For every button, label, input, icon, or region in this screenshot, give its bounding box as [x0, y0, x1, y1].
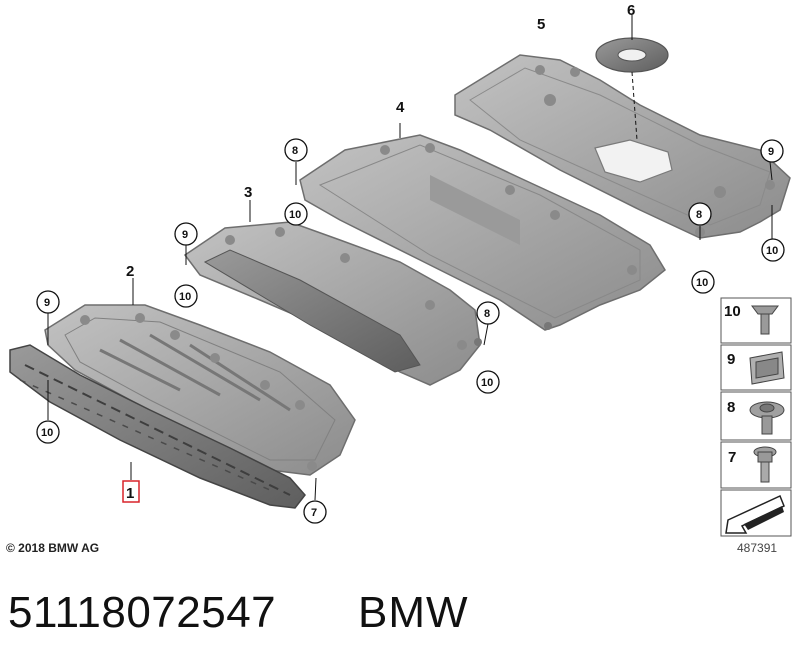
spring-nut-9-icon — [749, 351, 785, 385]
plain-callouts: 2 3 4 5 6 — [126, 2, 635, 280]
fastener-legend: 10 9 8 7 — [720, 297, 792, 537]
part-5-panel — [454, 54, 791, 239]
part-4-panel — [299, 123, 666, 331]
callout-9-b: 9 — [182, 229, 188, 241]
callout-8-c: 8 — [696, 209, 702, 221]
callout-6: 6 — [627, 2, 635, 19]
copyright-text: © 2018 BMW AG — [6, 541, 100, 555]
bolt-7-icon — [753, 446, 777, 483]
reference-number: 487391 — [737, 541, 778, 555]
legend-label-8: 8 — [727, 399, 735, 416]
callout-5: 5 — [537, 16, 545, 33]
callout-10-e: 10 — [696, 277, 708, 289]
part-2-panel — [44, 278, 356, 476]
callout-9-c: 9 — [768, 146, 774, 158]
callout-7: 7 — [311, 507, 317, 519]
callout-4: 4 — [396, 99, 405, 116]
callout-8-a: 8 — [292, 145, 298, 157]
callout-2: 2 — [126, 263, 134, 280]
callout-9-a: 9 — [44, 297, 50, 309]
callout-10-d: 10 — [481, 377, 493, 389]
callout-10-a: 10 — [41, 427, 53, 439]
callout-10-c: 10 — [289, 209, 301, 221]
leader-lines — [47, 161, 773, 501]
part-1-bracket — [9, 344, 306, 509]
legend-label-7: 7 — [728, 449, 736, 466]
callout-10-f: 10 — [766, 245, 778, 257]
brand-name: BMW — [358, 588, 469, 637]
callout-3: 3 — [244, 184, 252, 201]
callout-1-highlight: 1 — [122, 480, 140, 503]
callout-8-b: 8 — [484, 308, 490, 320]
circled-callouts: 9 10 9 10 8 10 8 10 8 10 9 10 7 — [36, 138, 785, 524]
callout-1: 1 — [126, 485, 134, 502]
callout-10-b: 10 — [179, 291, 191, 303]
clip-10-icon — [751, 305, 779, 335]
orientation-arrow-icon — [725, 494, 785, 534]
legend-label-10: 10 — [724, 303, 741, 320]
part-6-seal — [595, 15, 669, 141]
washer-nut-8-icon — [749, 401, 785, 435]
part-3-panel — [183, 200, 482, 386]
legend-label-9: 9 — [727, 351, 735, 368]
part-number: 51118072547 — [8, 588, 277, 637]
